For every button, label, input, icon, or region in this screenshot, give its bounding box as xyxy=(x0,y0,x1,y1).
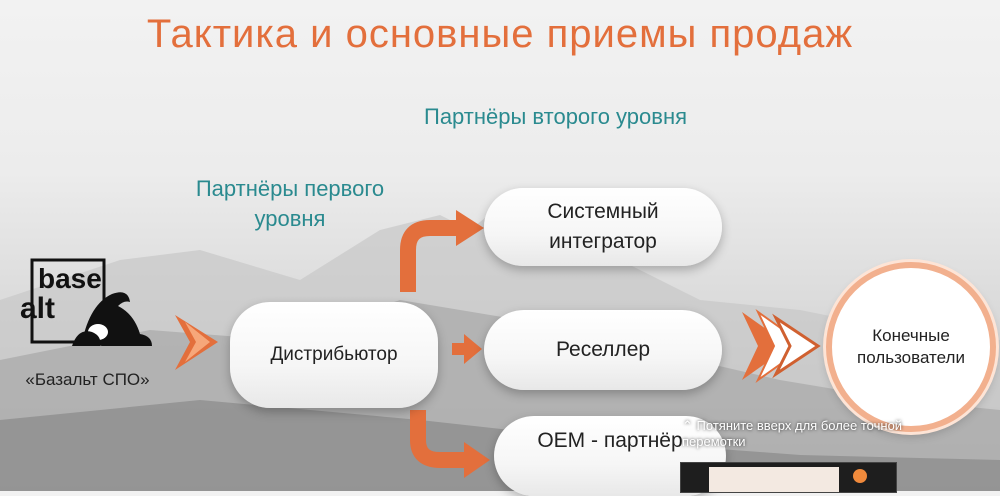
arrow-right-icon xyxy=(452,334,482,364)
preview-slide-image xyxy=(709,467,839,492)
svg-text:alt: alt xyxy=(20,292,55,325)
level2-partners-label: Партнёры второго уровня xyxy=(424,104,688,129)
basealt-logo: base alt xyxy=(20,258,152,346)
svg-text:base: base xyxy=(38,263,102,294)
chevron-up-icon: ⌃ xyxy=(682,418,693,433)
node-distributor-label: Дистрибьютор xyxy=(270,344,398,365)
slide-title: Тактика и основные приемы продаж xyxy=(146,12,854,56)
node-system-integrator-label: Системный интегратор xyxy=(547,200,659,253)
chevron-right-icon xyxy=(175,315,218,370)
node-end-users: Конечные пользователи xyxy=(826,262,996,432)
node-end-users-label: Конечные пользователи xyxy=(857,326,965,367)
seek-preview-thumbnail[interactable] xyxy=(680,462,897,493)
seek-hint-text: Потяните вверх для более точной перемотк… xyxy=(682,418,903,449)
node-distributor: Дистрибьютор xyxy=(230,302,438,408)
node-system-integrator: Системный интегратор xyxy=(484,188,722,266)
node-reseller-label: Реселлер xyxy=(555,338,651,361)
bent-arrow-down-icon xyxy=(410,410,490,478)
preview-dot-icon xyxy=(853,469,867,483)
triple-chevron-right-icon xyxy=(742,308,821,384)
level1-partners-label: Партнёры первого уровня xyxy=(195,176,385,231)
seek-hint-tooltip: ⌃ Потяните вверх для более точной перемо… xyxy=(682,418,908,450)
logo-caption: «Базальт СПО» xyxy=(25,370,150,389)
node-oem-partner-label: OEM - партнёр xyxy=(537,429,683,452)
node-reseller: Реселлер xyxy=(484,310,722,390)
bent-arrow-up-icon xyxy=(400,210,484,292)
